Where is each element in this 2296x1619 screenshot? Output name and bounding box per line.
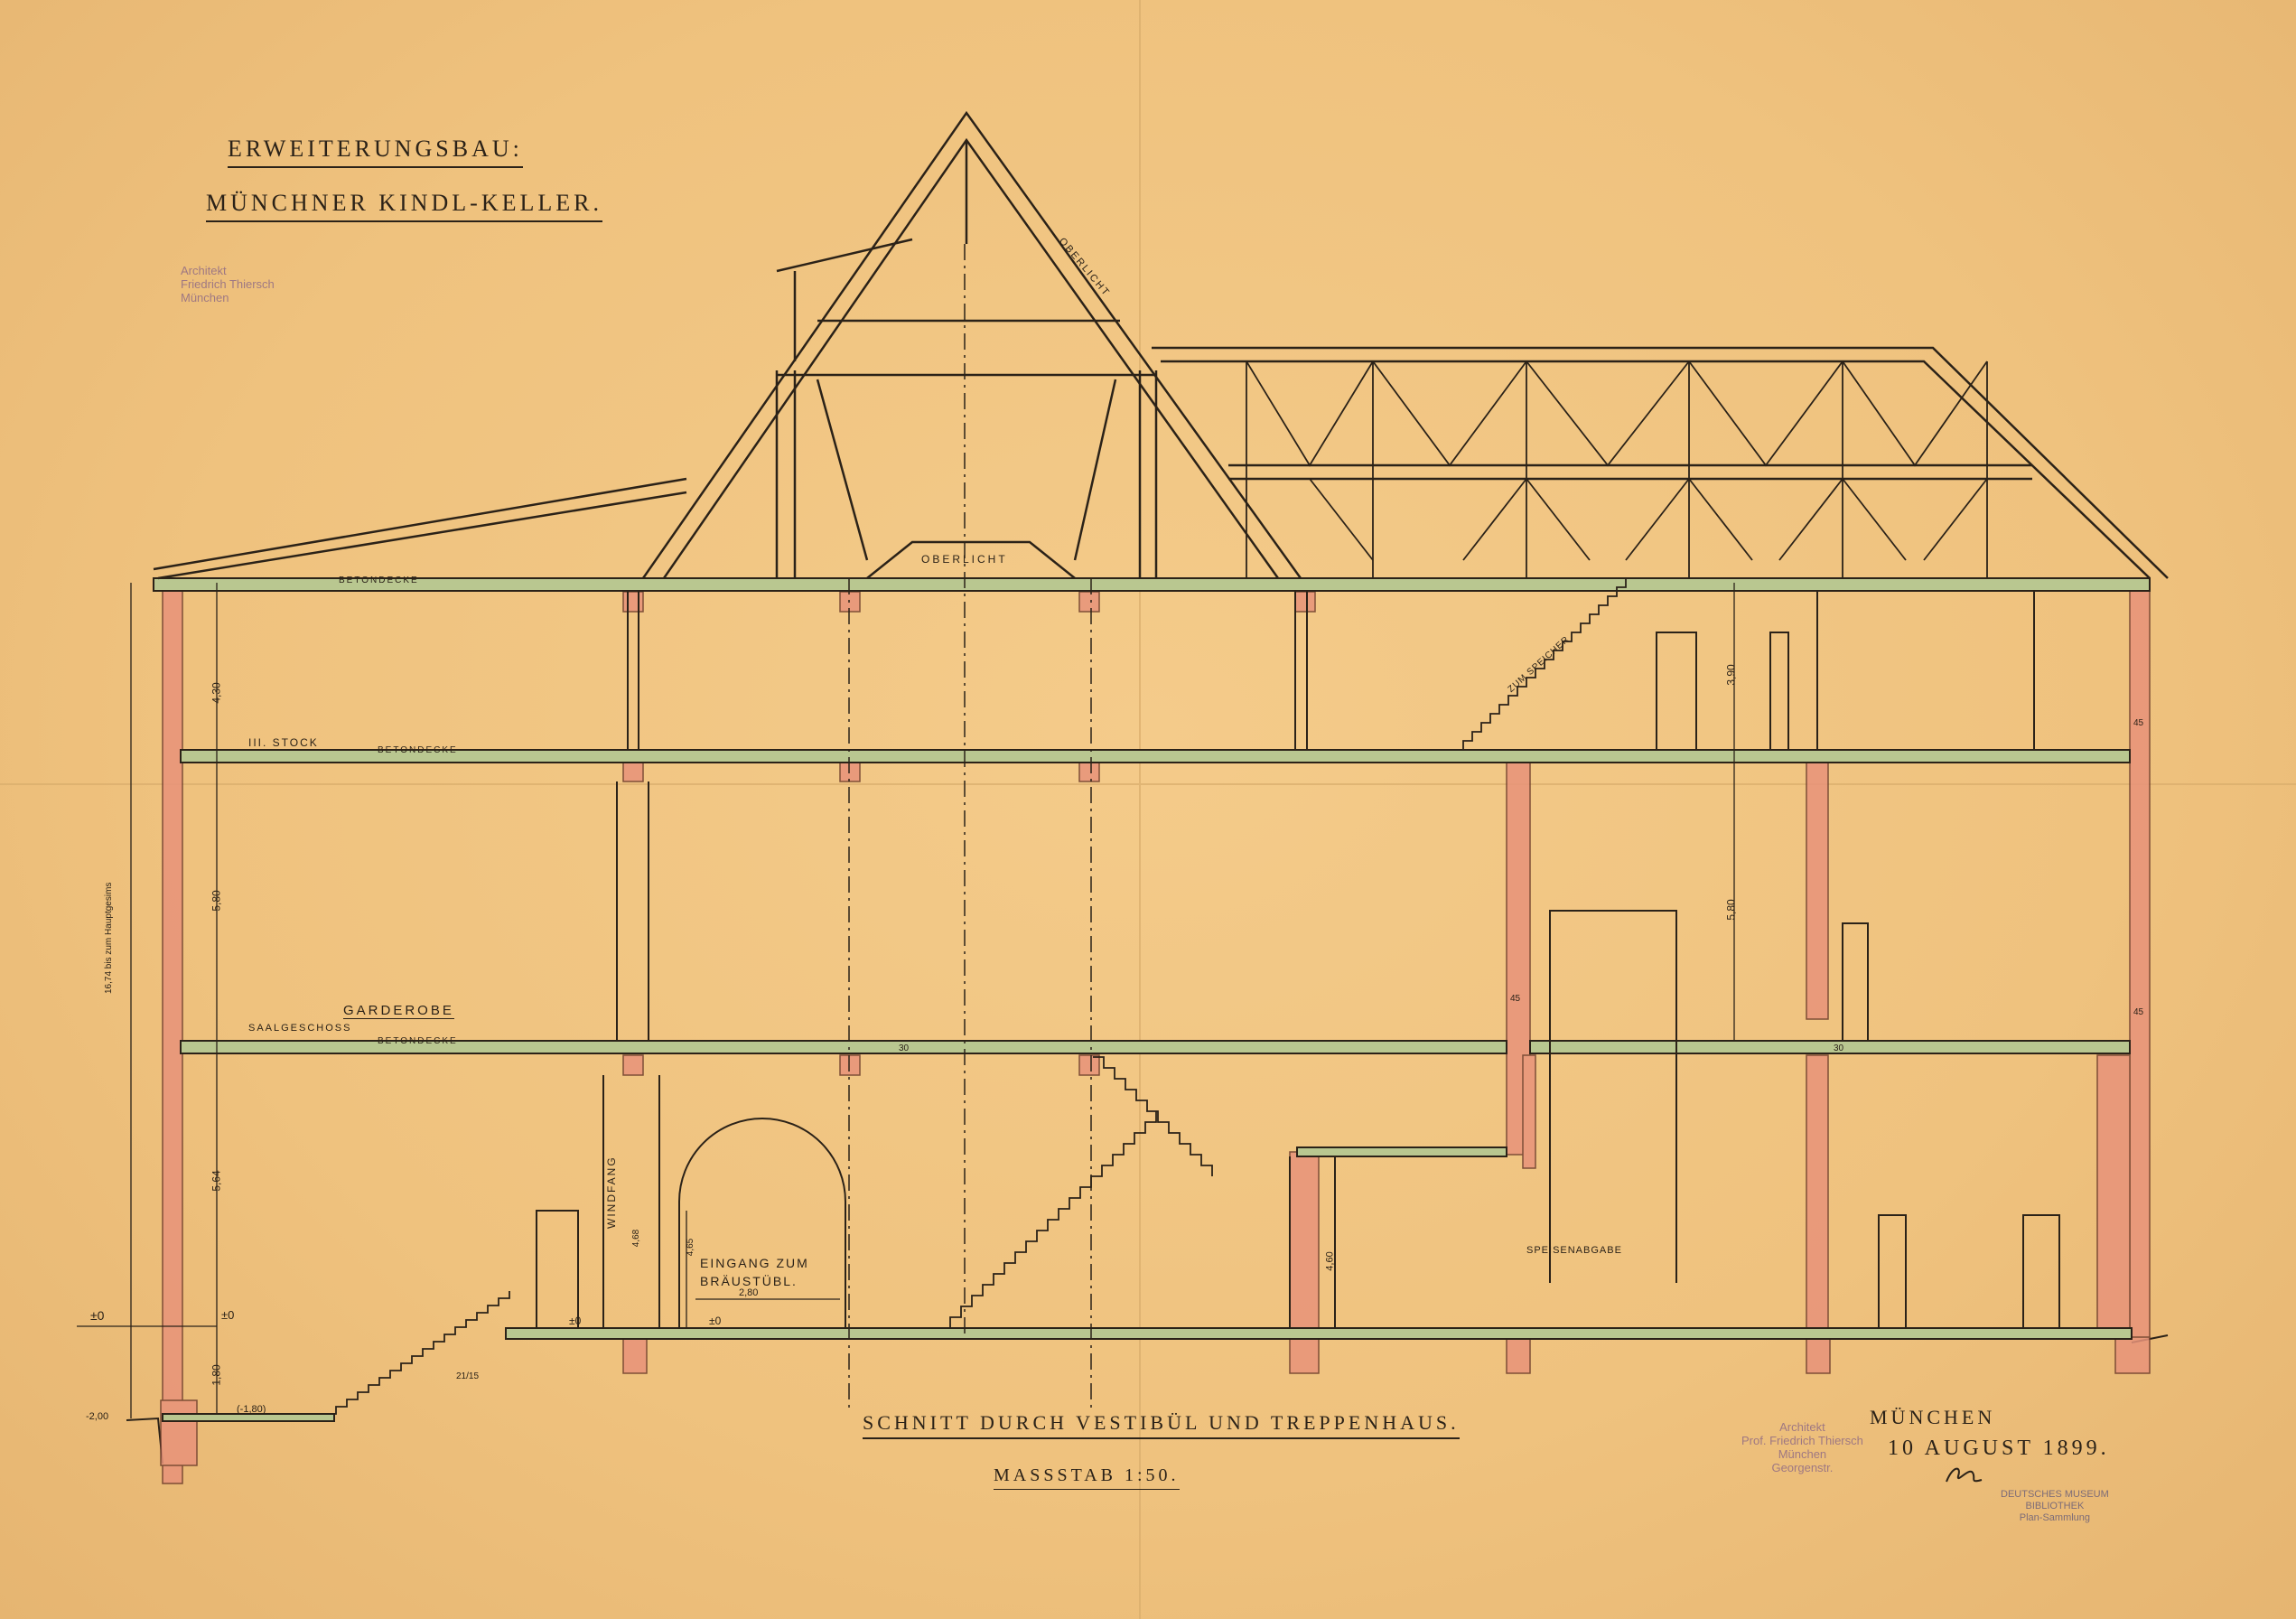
label-betondecke-3: BETONDECKE: [378, 745, 458, 755]
dim-floor-mid: 5,80: [210, 890, 223, 912]
level-zero-c: ±0: [569, 1315, 582, 1327]
stamp-a-line-2: Friedrich Thiersch: [181, 277, 275, 291]
section-title: SCHNITT DURCH VESTIBÜL UND TREPPENHAUS.: [863, 1411, 1460, 1439]
label-speisenabgabe: SPEISENABGABE: [1526, 1245, 1622, 1256]
dim-floor-top: 4,30: [210, 682, 223, 704]
level-zero-d: ±0: [709, 1315, 722, 1327]
label-stock-3: III. STOCK: [248, 736, 319, 749]
label-garderobe: GARDEROBE: [343, 1003, 454, 1019]
axis-lines: [848, 244, 1092, 1409]
dim-windfang-h: 4,68: [631, 1229, 642, 1248]
dim-wall-c: 45: [1510, 994, 1521, 1004]
floor-slabs: [153, 577, 2151, 1422]
dim-door-width: 2,80: [739, 1287, 759, 1298]
stamp-a-line-3: München: [181, 291, 229, 304]
label-eingang-2: BRÄUSTÜBL.: [700, 1274, 798, 1288]
openings: [536, 632, 2060, 1328]
stamp-b-line-3: München: [1778, 1447, 1827, 1461]
dim-beam-b: 30: [1834, 1043, 1844, 1053]
level-zero-a: ±0: [90, 1308, 105, 1323]
label-total-height: 16,74 bis zum Hauptgesims: [104, 882, 114, 994]
dim-floor-low: 5,64: [210, 1170, 223, 1192]
label-saalgeschoss: SAALGESCHOSS: [248, 1023, 352, 1034]
level-terrain: -2,00: [86, 1411, 109, 1422]
title-line-1: ERWEITERUNGSBAU:: [228, 136, 523, 168]
architect-stamp-bottom: Architekt Prof. Friedrich Thiersch Münch…: [1741, 1420, 1863, 1474]
dim-beam-a: 30: [899, 1043, 910, 1053]
dim-wall-a: 45: [2133, 718, 2144, 728]
roof-braces: [1246, 360, 1988, 578]
label-betondecke-top: BETONDECKE: [339, 576, 419, 585]
stairs: [325, 578, 1627, 1415]
dim-right-low: 4,60: [1324, 1251, 1336, 1271]
label-eingang-1: EINGANG ZUM: [700, 1256, 809, 1270]
stamp-a-line-1: Architekt: [181, 264, 227, 277]
museum-line-3: Plan-Sammlung: [2019, 1512, 2091, 1523]
dim-right-top: 3,90: [1724, 664, 1738, 686]
stamp-b-line-1: Architekt: [1779, 1420, 1825, 1434]
label-oberlicht-ceiling: OBERLICHT: [921, 553, 1008, 566]
date-label: 10 AUGUST 1899.: [1888, 1437, 2110, 1460]
dim-wall-b: 45: [2133, 1007, 2144, 1017]
dim-door-height: 4,65: [686, 1238, 696, 1257]
masonry: [160, 579, 2151, 1484]
title-line-2: MÜNCHNER KINDL-KELLER.: [206, 190, 602, 222]
roof-truss: [153, 110, 2169, 580]
dim-stair: 21/15: [456, 1371, 480, 1381]
dim-right-mid: 5,80: [1724, 899, 1738, 921]
architect-stamp-top: Architekt Friedrich Thiersch München: [181, 264, 275, 304]
signature-mark: [1946, 1467, 1983, 1483]
dim-basement: 1,80: [210, 1364, 223, 1386]
label-windfang: WINDFANG: [605, 1156, 618, 1229]
museum-stamp: DEUTSCHES MUSEUM BIBLIOTHEK Plan-Sammlun…: [2001, 1489, 2109, 1524]
stamp-b-line-4: Georgenstr.: [1771, 1461, 1834, 1474]
label-betondecke-saal: BETONDECKE: [378, 1036, 458, 1046]
scale-label: MASSSTAB 1:50.: [994, 1465, 1180, 1490]
stamp-b-line-2: Prof. Friedrich Thiersch: [1741, 1434, 1863, 1447]
level-minus: (-1,80): [237, 1404, 266, 1415]
columns: [602, 592, 2035, 1328]
museum-line-1: DEUTSCHES MUSEUM: [2001, 1489, 2109, 1500]
place-label: MÜNCHEN: [1870, 1406, 1996, 1428]
level-zero-b: ±0: [221, 1308, 235, 1322]
dimension-lines: [77, 583, 1735, 1418]
museum-line-2: BIBLIOTHEK: [2025, 1501, 2085, 1511]
